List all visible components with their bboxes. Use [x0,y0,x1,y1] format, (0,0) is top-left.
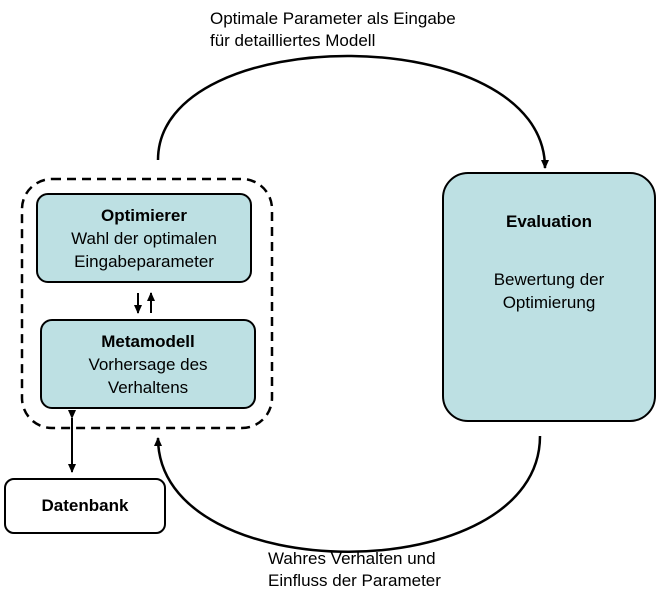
optimierer-line1: Wahl der optimalen [71,228,217,248]
datenbank-box: Datenbank [4,478,166,534]
dashed-group-boundary [20,177,274,430]
evaluation-line2: Optimierung [502,293,596,312]
top-caption: Optimale Parameter als Eingabe für detai… [210,8,456,52]
bottom-caption: Wahres Verhalten und Einfluss der Parame… [268,548,441,592]
bottom-caption-line2: Einfluss der Parameter [268,571,441,590]
metamodell-line1: Vorhersage des [88,354,208,374]
bottom-caption-line1: Wahres Verhalten und [268,549,436,568]
optimierer-title: Optimierer [101,205,187,225]
optimierer-line2: Eingabeparameter [74,251,214,271]
bottom-feedback-arrow [154,435,542,553]
top-caption-line1: Optimale Parameter als Eingabe [210,9,456,28]
metamodell-box: Metamodell Vorhersage des Verhaltens [40,319,256,409]
metamodell-line2: Verhaltens [107,377,189,397]
top-feedback-arrow [156,54,549,169]
optimierer-box: Optimierer Wahl der optimalen Eingabepar… [36,193,252,283]
evaluation-line1: Bewertung der [493,270,605,289]
evaluation-title: Evaluation [506,212,592,231]
metamodell-title: Metamodell [101,331,195,351]
evaluation-box: Evaluation Bewertung der Optimierung [442,172,656,422]
top-caption-line2: für detailliertes Modell [210,31,376,50]
datenbank-label: Datenbank [41,496,129,515]
